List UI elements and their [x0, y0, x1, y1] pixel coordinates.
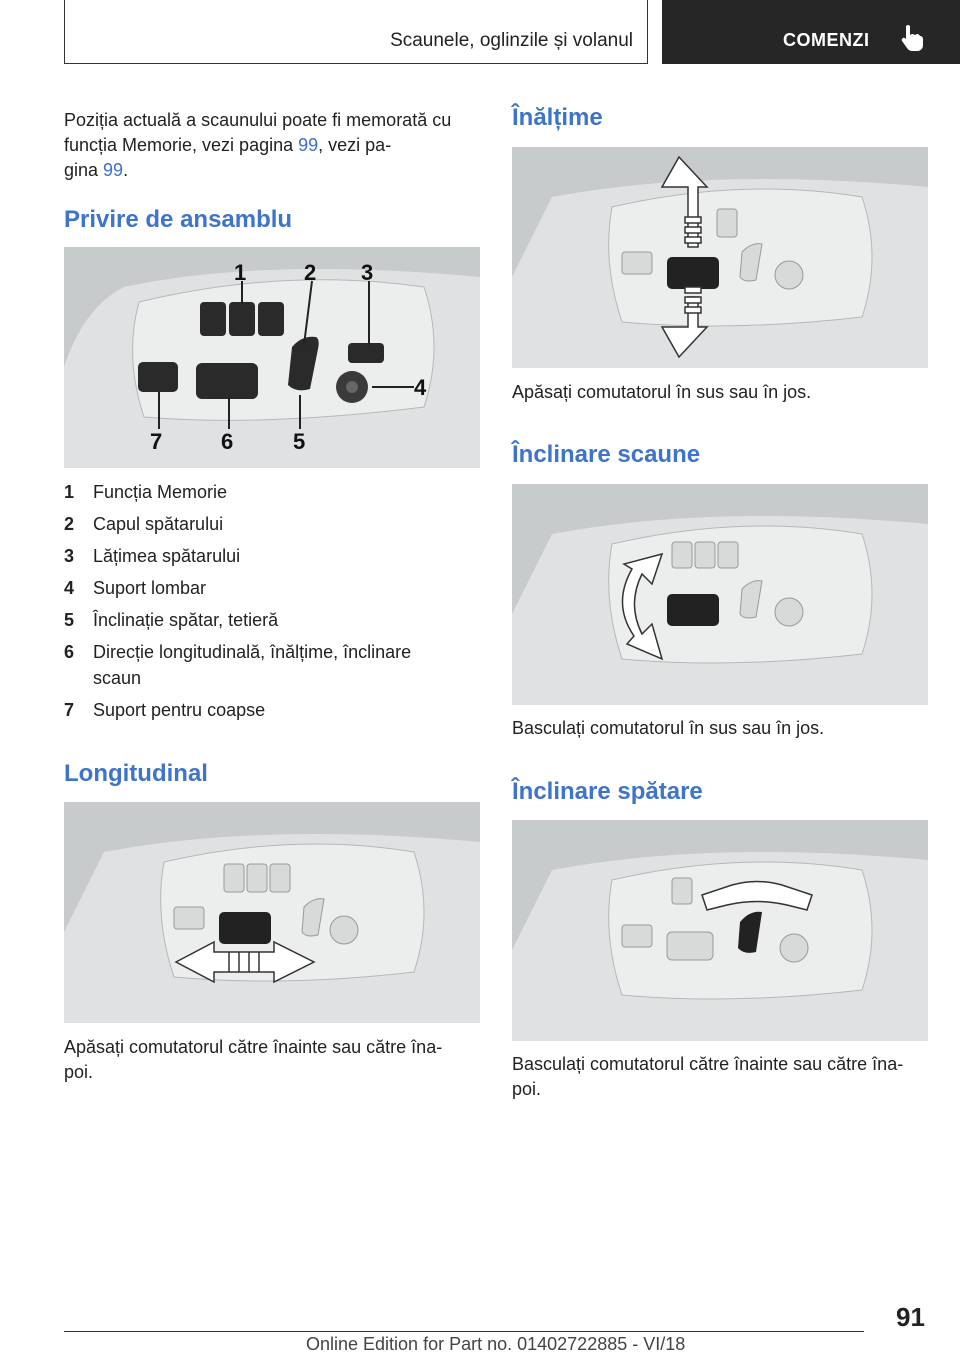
intro-text-3: , vezi pa- [318, 135, 392, 155]
callout-1: 1 [234, 260, 246, 285]
item-text: scaun [93, 668, 142, 688]
tab-label: COMENZI [783, 30, 870, 50]
callout-5: 5 [293, 429, 305, 454]
heading-height: Înălțime [512, 104, 603, 131]
list-item: 6 Direcție longitudinală, înălțime, încli… [64, 636, 484, 668]
list-item: 7 Suport pentru coapse [64, 694, 484, 726]
callout-3: 3 [361, 260, 373, 285]
item-text: Lățimea spătarului [93, 546, 241, 566]
header-section-box: Scaunele, oglinzile și volanul [64, 0, 648, 64]
caption-line-2: poi. [64, 1062, 94, 1082]
item-number: 6 [64, 642, 75, 662]
list-item-continuation: scaun [64, 662, 484, 694]
callout-4: 4 [414, 375, 427, 400]
item-text: Direcție longitudinală, înălțime, înclin… [93, 642, 412, 662]
item-text: Capul spătarului [93, 514, 224, 534]
callout-2: 2 [304, 260, 316, 285]
intro-text-1: Poziția actuală a scaunului poate fi mem… [64, 110, 452, 130]
list-item: 2 Capul spătarului [64, 508, 484, 540]
list-item: 1 Funcția Memorie [64, 476, 484, 508]
item-text: Suport pentru coapse [93, 700, 266, 720]
intro-text-5: . [123, 160, 129, 180]
heading-backrest-tilt: Înclinare spătare [512, 778, 703, 805]
caption-line-1: Basculați comutatorul către înainte sau … [512, 1054, 904, 1074]
page-number: 91 [896, 1302, 925, 1332]
item-number: 2 [64, 514, 75, 534]
caption-height: Apăsați comutatorul în sus sau în jos. [512, 382, 812, 402]
list-item: 4 Suport lombar [64, 572, 484, 604]
figure-overview: 1 2 3 4 5 6 7 [64, 247, 480, 468]
intro-text-2: funcția Memorie, vezi pagina [64, 135, 299, 155]
footer-edition: Online Edition for Part no. 01402722885 … [306, 1334, 686, 1354]
caption-seat-tilt: Basculați comutatorul în sus sau în jos. [512, 718, 825, 738]
item-number: 4 [64, 578, 75, 598]
item-number: 3 [64, 546, 75, 566]
list-item: 5 Înclinație spătar, tetieră [64, 604, 484, 636]
caption-line-1: Apăsați comutatorul către înainte sau că… [64, 1037, 443, 1057]
caption-backrest-tilt: Basculați comutatorul către înainte sau … [512, 1052, 932, 1102]
header-tab: COMENZI [662, 0, 960, 64]
callout-6: 6 [221, 429, 233, 454]
list-item: 3 Lățimea spătarului [64, 540, 484, 572]
caption-longitudinal: Apăsați comutatorul către înainte sau că… [64, 1035, 484, 1085]
heading-seat-tilt: Înclinare scaune [512, 441, 701, 468]
item-number: 1 [64, 482, 75, 502]
item-text: Suport lombar [93, 578, 207, 598]
heading-longitudinal: Longitudinal [64, 760, 208, 787]
intro-text-4: gina [64, 160, 104, 180]
item-number: 5 [64, 610, 75, 630]
overview-legend-list: 1 Funcția Memorie 2 Capul spătarului 3 Lăți… [64, 476, 484, 726]
page-link-99a[interactable]: 99 [298, 135, 319, 155]
intro-paragraph: Poziția actuală a scaunului poate fi mem… [64, 108, 484, 183]
figure-longitudinal [64, 802, 480, 1023]
callout-7: 7 [150, 429, 162, 454]
item-text: Funcția Memorie [93, 482, 228, 502]
figure-height [512, 147, 928, 368]
figure-seat-tilt [512, 484, 928, 705]
section-title: Scaunele, oglinzile și volanul [390, 30, 633, 51]
heading-overview: Privire de ansamblu [64, 206, 293, 233]
footer-divider [64, 1331, 864, 1332]
item-text: Înclinație spătar, tetieră [93, 610, 279, 630]
item-number [64, 662, 93, 694]
page-link-99b[interactable]: 99 [103, 160, 124, 180]
figure-backrest-tilt [512, 820, 928, 1041]
pointing-hand-icon [901, 25, 923, 51]
item-number: 7 [64, 700, 75, 720]
caption-line-2: poi. [512, 1079, 542, 1099]
